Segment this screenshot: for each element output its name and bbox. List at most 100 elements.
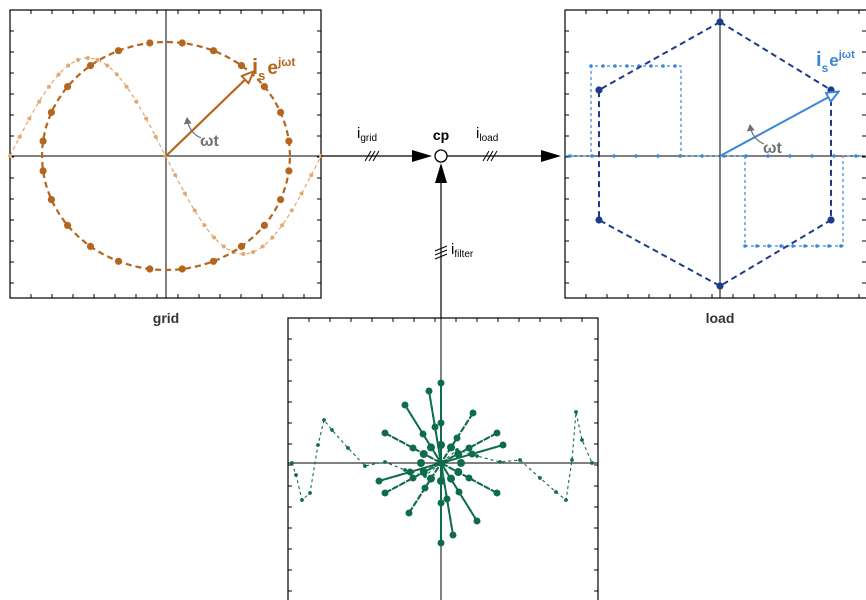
grid-sample-dot (146, 265, 154, 273)
load-current-arrow (541, 150, 561, 162)
grid-sine-dot (37, 99, 42, 104)
load-square-dot (766, 154, 770, 158)
grid-sample-dot (39, 137, 47, 145)
grid-sample-dot (114, 47, 123, 55)
load-square-dot (589, 64, 593, 68)
grid-caption: grid (153, 310, 179, 326)
load-square-dot (791, 244, 795, 248)
grid-sine-dot (56, 72, 61, 77)
filter-side-dot (330, 428, 334, 432)
grid-sine-dot (202, 223, 207, 228)
load-vertex-dot (827, 216, 835, 224)
filter-spoke-dot (493, 489, 501, 497)
load-hexagon-trace (595, 18, 835, 290)
filter-side-dot (316, 443, 320, 447)
filter-center-dot (457, 459, 465, 467)
filter-star-trace (290, 379, 594, 547)
grid-sine-dot (95, 57, 100, 62)
grid-sine-dot (241, 252, 246, 256)
filter-side-dot (590, 461, 594, 465)
load-ticks (565, 10, 866, 298)
grid-circle-trace (39, 39, 293, 273)
filter-center-dot (437, 441, 445, 449)
load-vertex-dot (716, 18, 724, 26)
grid-ticks (10, 10, 321, 298)
grid-phasor-arrow (165, 72, 253, 157)
grid-sine-dot (251, 250, 255, 255)
grid-sample-dot (178, 265, 186, 273)
grid-sample-dot (47, 108, 56, 116)
filter-spoke-dot (425, 387, 433, 395)
filter-side-dot (475, 454, 479, 458)
filter-spoke-dot (437, 539, 445, 547)
filter-center-dot (427, 443, 435, 452)
filter-side-dot (383, 460, 387, 464)
grid-sine-dot (309, 173, 314, 178)
grid-sample-dot (237, 242, 246, 250)
filter-side-dot (518, 458, 522, 462)
filter-spoke (384, 432, 498, 494)
filter-side-dot (290, 461, 294, 465)
filter-spoke-dot (437, 379, 445, 387)
load-vertex-dot (716, 282, 724, 290)
load-square-trace (565, 64, 866, 248)
filter-ticks (288, 318, 598, 592)
load-square-dot (854, 154, 858, 158)
grid-sine-dot (66, 63, 71, 68)
grid-sample-dot (114, 257, 123, 265)
grid-sine-dot (114, 72, 119, 77)
load-hexagon-path (598, 21, 832, 287)
load-square-dot (744, 154, 748, 158)
filter-side-dot (300, 498, 304, 502)
grid-sine-dot (173, 173, 178, 178)
grid-angle-arrow (183, 117, 202, 139)
filter-center-dot (437, 477, 445, 485)
filter-spoke (384, 432, 498, 494)
filter-spoke (384, 432, 498, 494)
load-square-dot (743, 244, 747, 248)
filter-center-dot (419, 468, 428, 476)
load-square-dot (649, 64, 653, 68)
grid-sine-dot (299, 191, 304, 196)
cp-label: cp (433, 127, 449, 143)
grid-sine-dot (27, 116, 32, 121)
filter-spoke-dot (405, 509, 413, 517)
filter-three-phase-icon (434, 245, 448, 260)
grid-sample-dot (285, 167, 293, 175)
load-omega-t-label: ωt (763, 140, 783, 157)
grid-sample-dot (277, 108, 285, 116)
filter-spoke-dot (449, 531, 457, 539)
signal-flow: igrid cp iload ifilter (321, 125, 561, 318)
grid-three-phase-icon (364, 150, 380, 162)
load-square-dot (612, 154, 616, 158)
load-square-dot (678, 154, 682, 158)
grid-sample-dot (209, 47, 218, 55)
grid-sine-dot (85, 56, 90, 60)
filter-spoke (384, 432, 498, 494)
grid-sine-dot (182, 191, 187, 196)
load-square-dot (767, 244, 771, 248)
filter-side-dot (574, 410, 578, 414)
grid-sine-dot (46, 84, 51, 89)
grid-omega-t-label: ωt (200, 133, 220, 150)
grid-sine-dot (153, 134, 158, 139)
load-square-dot (779, 244, 783, 248)
grid-sample-dot (277, 196, 285, 204)
grid-sine-dot (17, 134, 22, 139)
i-filter-label: ifilter (451, 241, 474, 260)
load-square-dot (625, 64, 629, 68)
filter-center-dot (417, 459, 425, 467)
filter-center-dot (454, 450, 463, 458)
filter-spoke-dot (473, 517, 481, 525)
grid-sample-dot (47, 196, 56, 204)
filter-side-dot (498, 460, 502, 464)
grid-sample-dot (285, 137, 293, 145)
grid-sine-dot (260, 244, 265, 249)
filter-side-dot (554, 490, 558, 494)
load-square-dot (590, 154, 594, 158)
i-grid-label: igrid (357, 125, 377, 144)
filter-side-dot (564, 498, 568, 502)
load-square-dot (700, 154, 704, 158)
load-square-dot (656, 154, 660, 158)
